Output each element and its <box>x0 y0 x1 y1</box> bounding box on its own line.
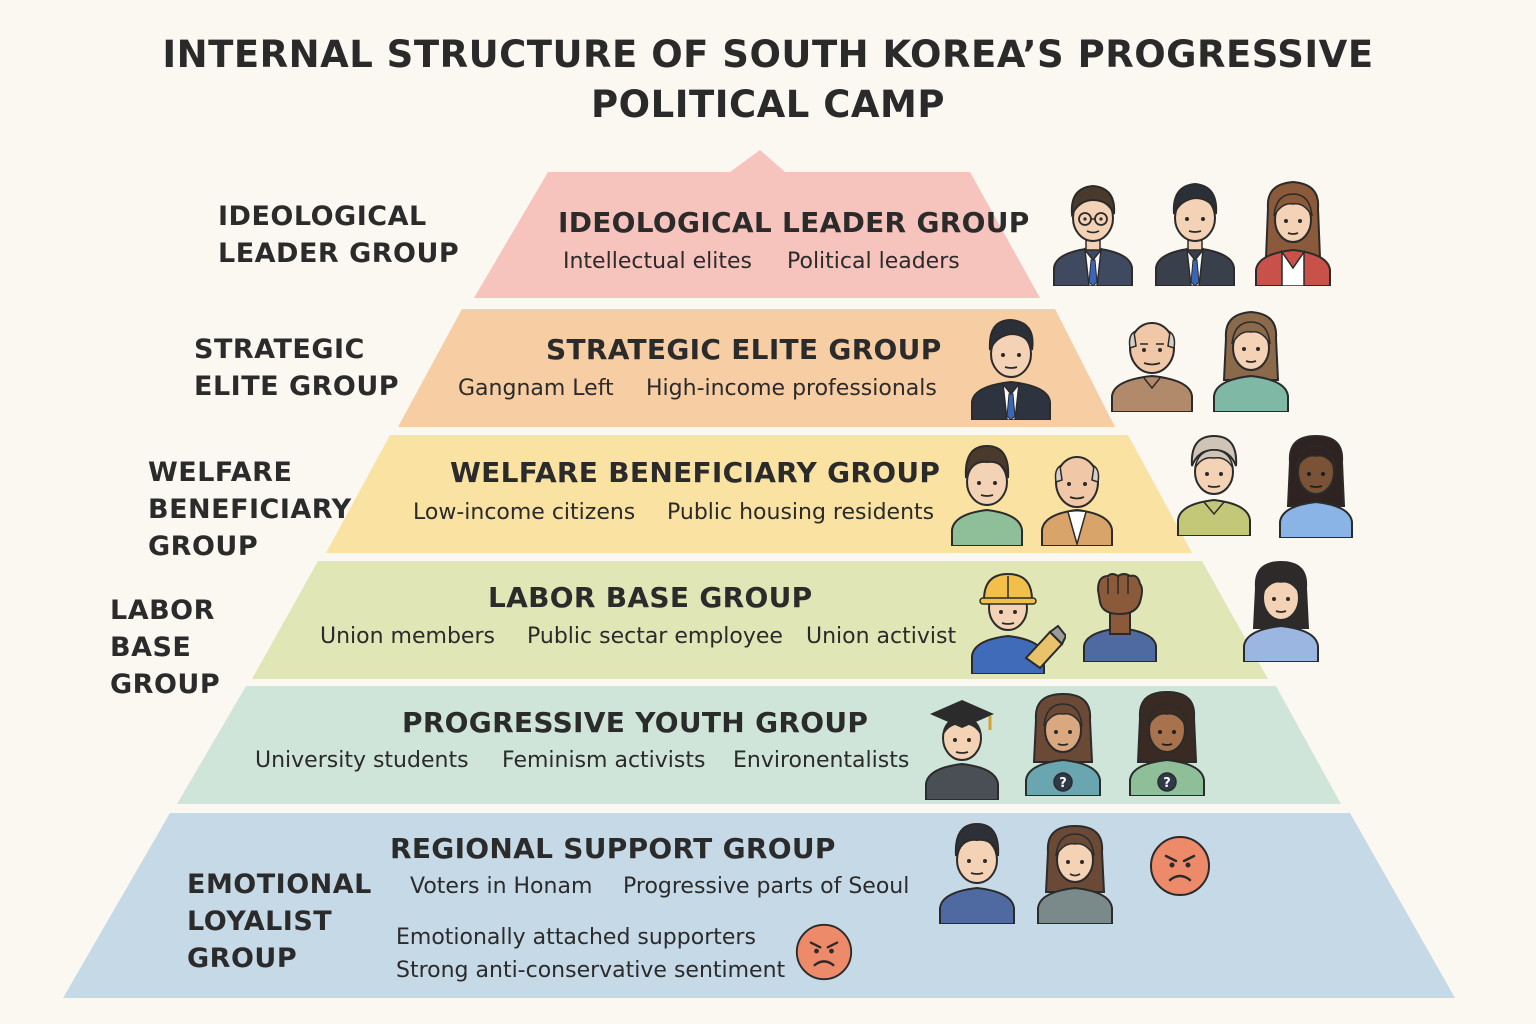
tier-band-strategic <box>398 309 1115 427</box>
elderly-woman-icon <box>1177 434 1251 536</box>
side-label-line: GROUP <box>148 531 259 562</box>
tier-title-strategic: STRATEGIC ELITE GROUP <box>546 333 942 366</box>
side-label-line: ELITE GROUP <box>194 371 400 402</box>
woman-teal-icon <box>1213 310 1289 412</box>
businessman-icon <box>971 318 1051 420</box>
tier-item: Union members <box>320 624 495 649</box>
page-title: INTERNAL STRUCTURE OF SOUTH KOREA’S PROG… <box>0 30 1536 130</box>
man-blue-icon <box>939 822 1015 924</box>
title-line-1: INTERNAL STRUCTURE OF SOUTH KOREA’S PROG… <box>162 33 1374 76</box>
side-label-line: STRATEGIC <box>194 334 365 365</box>
emotional-line: Strong anti-conservative sentiment <box>396 958 786 983</box>
svg-text:?: ? <box>1163 776 1171 791</box>
tier-item: Public sectar employee <box>527 624 783 649</box>
side-label-line: BENEFICIARY <box>148 494 352 525</box>
side-label-emotional: EMOTIONAL LOYALIST GROUP <box>187 866 372 977</box>
side-label-line: GROUP <box>110 669 221 700</box>
construction-worker-icon <box>971 572 1066 674</box>
woman-green-activist-icon: ? <box>1129 690 1205 796</box>
old-man-icon <box>1041 456 1113 546</box>
tier-item: High-income professionals <box>646 376 937 401</box>
tier-item: Political leaders <box>787 249 960 274</box>
side-label-line: IDEOLOGICAL <box>218 201 427 232</box>
side-label-line: LABOR <box>110 595 215 626</box>
boy-green-icon <box>951 444 1023 546</box>
side-label-line: EMOTIONAL <box>187 869 372 900</box>
graduate-student-icon <box>925 700 999 800</box>
man-suit-icon <box>1155 182 1235 286</box>
svg-text:?: ? <box>1059 776 1067 791</box>
side-label-line: GROUP <box>187 943 298 974</box>
side-label-line: BASE <box>110 632 192 663</box>
tier-title-ideological: IDEOLOGICAL LEADER GROUP <box>558 206 1030 239</box>
angry-face-icon <box>1150 836 1210 896</box>
tier-item: Progressive parts of Seoul <box>623 874 910 899</box>
tier-title-youth: PROGRESSIVE YOUTH GROUP <box>402 706 869 739</box>
side-label-line: LOYALIST <box>187 906 333 937</box>
angry-face-icon <box>795 923 853 981</box>
side-label-welfare: WELFARE BENEFICIARY GROUP <box>148 454 352 565</box>
older-man-icon <box>1111 322 1193 412</box>
side-label-line: WELFARE <box>148 457 293 488</box>
tier-item: Feminism activists <box>502 748 706 773</box>
tier-item: Intellectual elites <box>563 249 752 274</box>
raised-fist-icon <box>1083 573 1157 662</box>
tier-item: Environentalists <box>733 748 910 773</box>
tier-item: Low-income citizens <box>413 500 636 525</box>
man-glasses-suit-icon <box>1053 184 1133 286</box>
tier-item: Voters in Honam <box>410 874 593 899</box>
tier-title-labor: LABOR BASE GROUP <box>488 581 813 614</box>
side-label-labor: LABOR BASE GROUP <box>110 592 220 703</box>
woman-activist-icon: ? <box>1025 692 1101 796</box>
tier-title-welfare: WELFARE BENEFICIARY GROUP <box>450 456 941 489</box>
woman-blue-shirt-icon <box>1243 560 1319 662</box>
side-label-line: LEADER GROUP <box>218 238 460 269</box>
woman-red-jacket-icon <box>1255 180 1331 286</box>
tier-band-ideological <box>474 150 1040 298</box>
side-label-ideological: IDEOLOGICAL LEADER GROUP <box>218 198 459 272</box>
tier-item: University students <box>255 748 469 773</box>
tier-band-regional <box>63 813 1455 998</box>
tier-item: Public housing residents <box>667 500 935 525</box>
title-line-2: POLITICAL CAMP <box>591 83 945 126</box>
tier-item: Gangnam Left <box>458 376 614 401</box>
woman-gray-icon <box>1037 824 1113 924</box>
emotional-line: Emotionally attached supporters <box>396 925 756 950</box>
tier-title-regional: REGIONAL SUPPORT GROUP <box>390 832 836 865</box>
tier-item: Union activist <box>806 624 957 649</box>
side-label-strategic: STRATEGIC ELITE GROUP <box>194 331 399 405</box>
woman-blue-icon <box>1279 434 1353 538</box>
